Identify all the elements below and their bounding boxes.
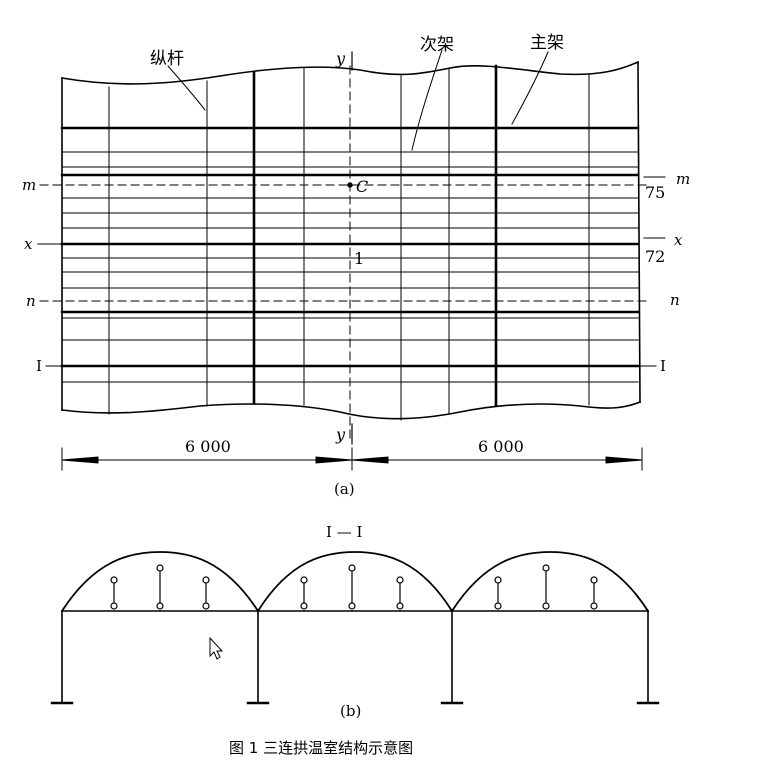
- span-left-label: 6 000: [185, 437, 231, 456]
- section-caption: (b): [340, 702, 361, 720]
- mouse-cursor-icon: [209, 636, 224, 660]
- secondary-frame-lines: [108, 67, 590, 421]
- main-frame-lines: [252, 64, 498, 407]
- axis-y-top-label: y: [335, 49, 346, 68]
- plan-bottom-edge: [61, 400, 642, 420]
- dim-75-label: 75: [645, 183, 665, 202]
- dashed-reference-lines: [39, 65, 651, 441]
- plan-right-edge: [637, 61, 641, 403]
- line-m-left-label: m: [22, 176, 36, 194]
- dim-72-label: 72: [645, 247, 665, 266]
- arch-2: [256, 551, 454, 613]
- section-right-label: I: [660, 357, 666, 375]
- line-x-right-label: x: [674, 231, 683, 249]
- point-c-label: C: [356, 177, 368, 196]
- line-x-left-label: x: [24, 235, 33, 253]
- arch-3: [450, 551, 650, 613]
- span-right-label: 6 000: [478, 437, 524, 456]
- section-view: [50, 551, 660, 705]
- label-secondary-frame: 次架: [420, 35, 454, 55]
- label-leaders: [167, 49, 549, 151]
- label-main-frame: 主架: [530, 33, 564, 53]
- plan-top-edge: [61, 60, 640, 85]
- plan-caption: (a): [334, 480, 355, 498]
- plan-view: [37, 49, 666, 445]
- label-longitudinal-rod: 纵杆: [150, 49, 184, 69]
- line-n-right-label: n: [670, 291, 680, 309]
- section-title: I — I: [326, 523, 362, 541]
- section-left-label: I: [36, 357, 42, 375]
- point-c-marker: [347, 182, 353, 188]
- columns: [61, 610, 649, 704]
- axis-y-bottom-label: y: [335, 425, 346, 444]
- span-dimension: [61, 447, 643, 471]
- strut-nodes: [110, 564, 598, 610]
- figure-caption: 图 1 三连拱温室结构示意图: [229, 739, 413, 757]
- line-m-right-label: m: [676, 170, 690, 188]
- point-1-label: 1: [354, 249, 364, 268]
- arch-1: [60, 551, 260, 613]
- longitudinal-rods-thick: [60, 126, 640, 368]
- struts: [113, 567, 595, 608]
- line-n-left-label: n: [26, 292, 36, 310]
